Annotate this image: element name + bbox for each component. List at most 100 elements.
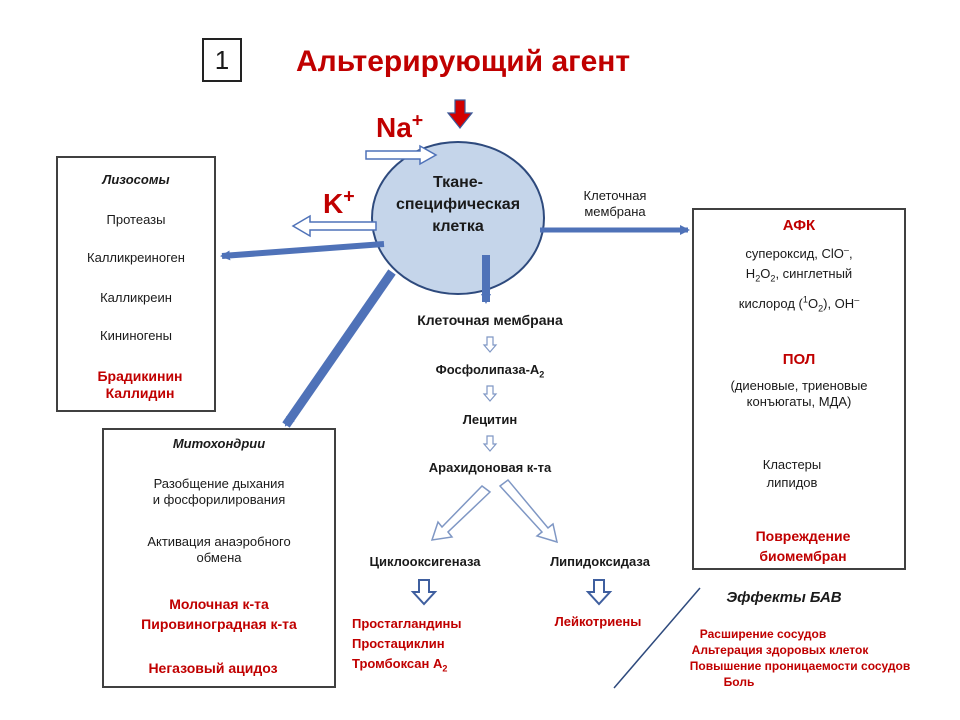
afk-l3-f: – (854, 294, 860, 305)
mitochondria-box (102, 428, 336, 688)
uncoupling-line1: Разобщение дыхания (153, 476, 285, 491)
afk-l2-b: 2 (755, 273, 761, 284)
lysosome-item-kininogens: Кининогены (100, 328, 172, 343)
bav-item-pain: Боль (723, 675, 755, 689)
afk-l3-d: 2 (818, 303, 824, 314)
product-prostacyclin: Простациклин (352, 636, 445, 651)
afk-l3-b: 1 (802, 294, 808, 305)
center-lecithin: Лецитин (462, 412, 518, 427)
result-bradykinin: Брадикинин (97, 368, 183, 384)
clusters-line2: липидов (766, 475, 818, 490)
cell-membrane-label: Клеточная мембрана (560, 188, 670, 220)
na-charge: + (411, 109, 424, 132)
result-pyruvic-acid: Пировиноградная к-та (141, 616, 297, 632)
bav-divider-line (613, 587, 701, 689)
slide-number-box: 1 (202, 38, 242, 82)
afk-title: АФК (782, 217, 816, 234)
bav-title: Эффекты БАВ (726, 589, 842, 606)
na-text: Na (376, 112, 412, 143)
pol-title: ПОЛ (782, 351, 816, 368)
branch-right-arrow (498, 478, 559, 544)
afk-l1-text: супероксид, ClO (745, 246, 844, 261)
lox-down-arrow (585, 579, 613, 606)
k-text: K (323, 188, 344, 219)
lipid-clusters: Кластеры липидов (692, 456, 892, 492)
branch-left-arrow (430, 485, 492, 541)
bav-item-vasodilation: Расширение сосудов (699, 627, 827, 641)
mito-results: Молочная к-та Пировиноградная к-та (102, 594, 336, 634)
pol-line2: конъюгаты, МДА) (746, 394, 852, 409)
product-prostaglandins: Простагландины (352, 616, 462, 631)
damage-line2: биомембран (759, 548, 847, 564)
cell-ellipse (371, 141, 545, 295)
thromboxane-text: Тромбоксан А (352, 656, 443, 671)
lysosomes-title: Лизосомы (102, 172, 170, 187)
lysosome-item-proteases: Протеазы (106, 212, 166, 227)
afk-l1-end: , (848, 246, 853, 261)
product-thromboxane: Тромбоксан А2 (352, 654, 462, 674)
clusters-line1: Кластеры (762, 457, 822, 472)
cox-down-arrow (410, 579, 438, 606)
lysosomes-box (56, 156, 216, 412)
k-charge: + (343, 185, 355, 208)
agent-arrow (446, 99, 474, 129)
afk-l2-c: O (760, 266, 771, 281)
result-lactic-acid: Молочная к-та (169, 596, 269, 612)
mito-step-uncoupling: Разобщение дыхания и фосфорилирования (106, 476, 332, 508)
membrane-line1: Клеточная (583, 188, 647, 203)
biomembrane-damage: Повреждение биомембран (700, 526, 906, 566)
center-lipoxidase: Липидоксидаза (550, 554, 650, 569)
mitochondria-title: Митохондрии (172, 436, 266, 451)
center-down-arrow-9 (482, 336, 498, 353)
afk-l3-a: кислород ( (738, 296, 803, 311)
anaerobic-line1: Активация анаэробного (147, 534, 291, 549)
mito-final-acidosis: Негазовый ацидоз (148, 660, 278, 676)
cell-line3: клетка (432, 218, 484, 235)
slide-number: 1 (214, 44, 230, 75)
arrow-to-lysosomes (220, 241, 385, 261)
product-leukotrienes: Лейкотриены (554, 614, 642, 629)
uncoupling-line2: и фосфорилирования (152, 492, 286, 507)
cell-line1: Ткане- (433, 174, 483, 191)
phospholipase-text: Фосфолипаза-А (435, 362, 540, 377)
lysosome-item-kallikrein: Калликреин (100, 290, 172, 305)
cell-line2: специфическая (395, 196, 521, 213)
afk-box (692, 208, 906, 570)
pol-desc: (диеновые, триеновые конъюгаты, МДА) (692, 378, 906, 410)
afk-l1-sup: – (843, 244, 849, 255)
lysosome-results: Брадикинин Каллидин (56, 368, 224, 402)
afk-l2-e: , синглетный (775, 266, 853, 281)
center-phospholipase: Фосфолипаза-А2 (370, 362, 610, 380)
na-ion-label: Na+ (376, 109, 424, 144)
pol-line1: (диеновые, триеновые (730, 378, 868, 393)
center-down-arrow-11 (482, 435, 498, 452)
k-ion-label: K+ (323, 185, 355, 220)
page-title: Альтерирующий агент (296, 45, 631, 78)
result-kallidin: Каллидин (105, 385, 175, 401)
afk-l3-c: O (807, 296, 819, 311)
na-arrow (365, 144, 438, 166)
afk-line1: супероксид, ClO–, (692, 244, 906, 264)
afk-l3-e: ), OH (823, 296, 855, 311)
bav-effects-list: Расширение сосудов Альтерация здоровых к… (650, 626, 950, 690)
lysosome-item-kallikreinogen: Калликреиноген (87, 250, 185, 265)
k-arrow (291, 214, 377, 238)
afk-l2-a: H (745, 266, 756, 281)
cell-label: Ткане- специфическая клетка (372, 172, 544, 238)
afk-line2: H2O2, синглетный (692, 264, 906, 284)
center-cyclooxygenase: Циклооксигеназа (369, 554, 481, 569)
cox-products: Простагландины Простациклин Тромбоксан А… (352, 614, 462, 674)
thromboxane-sub: 2 (442, 663, 448, 674)
anaerobic-line2: обмена (196, 550, 242, 565)
mito-step-anaerobic: Активация анаэробного обмена (106, 534, 332, 566)
bav-item-alteration: Альтерация здоровых клеток (691, 643, 869, 657)
membrane-line2: мембрана (584, 204, 646, 219)
center-down-arrow-10 (482, 385, 498, 402)
bav-item-permeability: Повышение проницаемости сосудов (689, 659, 911, 673)
afk-line3: кислород (1O2), OH– (692, 294, 906, 314)
phospholipase-sub: 2 (539, 369, 545, 380)
afk-species: супероксид, ClO–, H2O2, синглетный кисло… (692, 244, 906, 314)
center-membrane: Клеточная мембрана (417, 312, 563, 328)
damage-line1: Повреждение (755, 528, 851, 544)
arrow-to-mitochondria (282, 269, 396, 428)
